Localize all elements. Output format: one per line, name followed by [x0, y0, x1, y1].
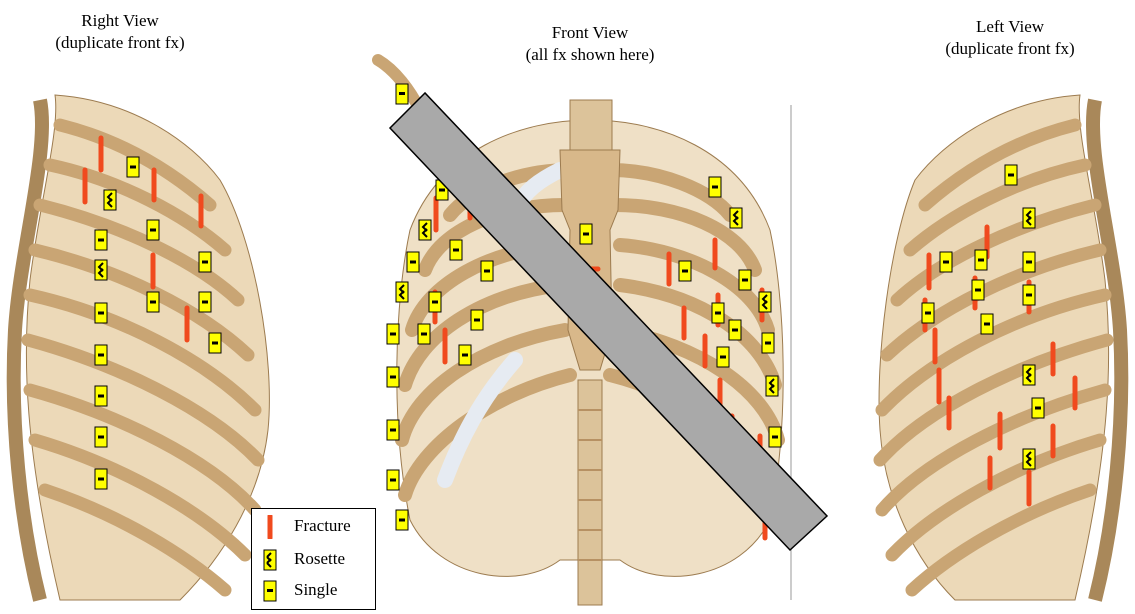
- single-gauge-icon: [387, 470, 399, 490]
- single-gauge-icon: [147, 220, 159, 240]
- single-gauge-icon: [396, 84, 408, 104]
- single-gauge-icon: [147, 292, 159, 312]
- legend-single: Single: [252, 575, 375, 605]
- rosette-gauge-icon: [396, 282, 408, 302]
- fracture-mark-icon: [262, 515, 278, 539]
- rosette-gauge-icon: [759, 292, 771, 312]
- single-gauge-icon: [1032, 398, 1044, 418]
- single-gauge-icon: [679, 261, 691, 281]
- single-gauge-icon: [387, 367, 399, 387]
- single-gauge-icon: [769, 427, 781, 447]
- single-gauge-icon: [1023, 252, 1035, 272]
- single-gauge-icon: [95, 469, 107, 489]
- neck-vertebrae: [570, 100, 612, 150]
- single-gauge-icon: [580, 224, 592, 244]
- rosette-gauge-icon: [95, 260, 107, 280]
- single-gauge-icon: [429, 292, 441, 312]
- single-gauge-icon: [199, 292, 211, 312]
- legend-fracture: Fracture: [252, 511, 375, 541]
- single-gauge-icon: [450, 240, 462, 260]
- single-gauge-icon: [712, 303, 724, 323]
- single-gauge-icon: [940, 252, 952, 272]
- rosette-gauge-icon: [419, 220, 431, 240]
- single-gauge-icon: [95, 303, 107, 323]
- single-gauge-icon: [709, 177, 721, 197]
- rosette-gauge-icon: [1023, 208, 1035, 228]
- single-gauge-icon: [407, 252, 419, 272]
- single-gauge-icon: [127, 157, 139, 177]
- single-gauge-icon: [739, 270, 751, 290]
- single-gauge-icon: [1023, 285, 1035, 305]
- single-gauge-icon: [729, 320, 741, 340]
- legend-rosette: Rosette: [252, 544, 375, 574]
- single-gauge-icon: [387, 420, 399, 440]
- single-gauge-icon: [717, 347, 729, 367]
- single-gauge-icon: [922, 303, 934, 323]
- single-gauge-icon: [95, 230, 107, 250]
- legend-single-label: Single: [294, 579, 337, 601]
- single-gauge-icon: [95, 427, 107, 447]
- single-gauge-icon: [95, 386, 107, 406]
- single-gauge-icon: [471, 310, 483, 330]
- right-ribcage: [14, 95, 270, 600]
- rosette-gauge-icon: [1023, 365, 1035, 385]
- legend-fracture-label: Fracture: [294, 515, 351, 537]
- single-gauge-icon: [209, 333, 221, 353]
- single-gauge-icon: [396, 510, 408, 530]
- single-gauge-icon: [481, 261, 493, 281]
- rosette-gauge-icon: [262, 548, 278, 572]
- left-ribcage: [879, 95, 1121, 600]
- spine: [578, 380, 602, 605]
- single-gauge-icon: [972, 280, 984, 300]
- single-gauge-icon: [762, 333, 774, 353]
- single-gauge-icon: [981, 314, 993, 334]
- single-gauge-icon: [459, 345, 471, 365]
- single-gauge-icon: [1005, 165, 1017, 185]
- legend: Fracture Rosette Single: [251, 508, 376, 610]
- rosette-gauge-icon: [730, 208, 742, 228]
- single-gauge-icon: [418, 324, 430, 344]
- single-gauge-icon: [387, 324, 399, 344]
- single-gauge-icon: [95, 345, 107, 365]
- legend-rosette-label: Rosette: [294, 548, 345, 570]
- rosette-gauge-icon: [766, 376, 778, 396]
- rosette-gauge-icon: [1023, 449, 1035, 469]
- single-gauge-icon: [199, 252, 211, 272]
- rosette-gauge-icon: [104, 190, 116, 210]
- single-gauge-icon: [975, 250, 987, 270]
- single-gauge-icon: [262, 579, 278, 603]
